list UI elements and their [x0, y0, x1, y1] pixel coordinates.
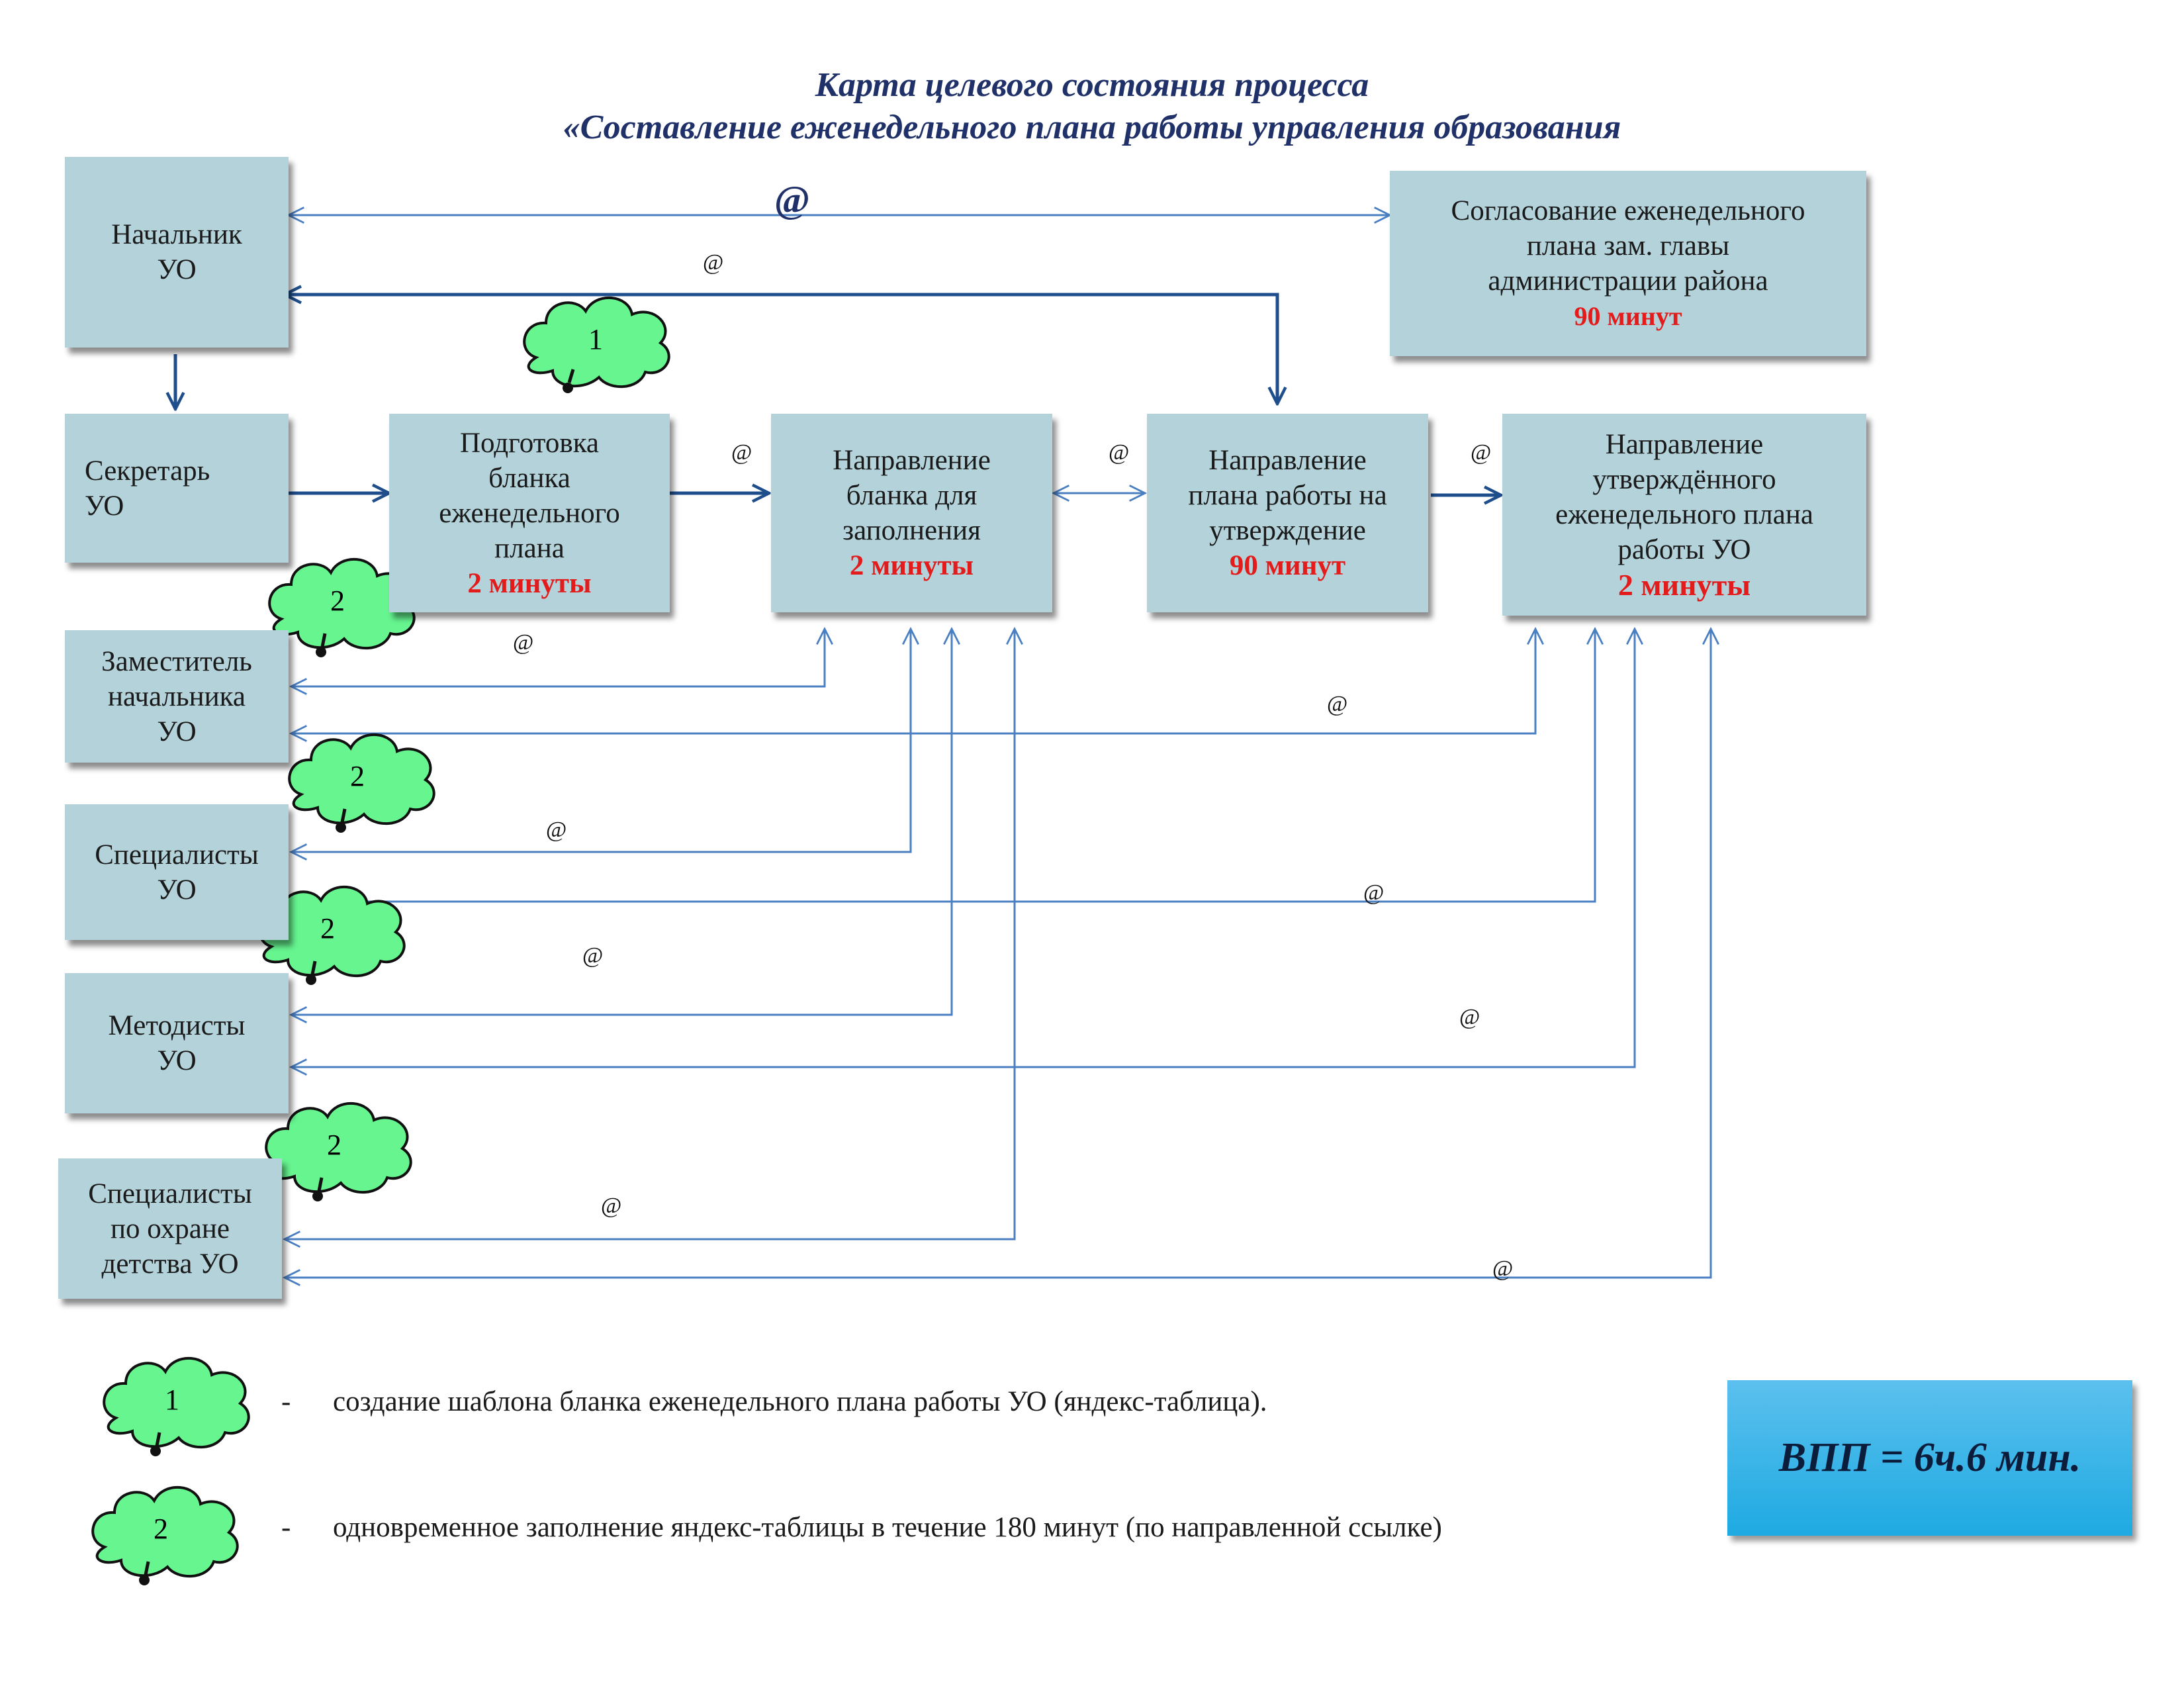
svg-text:1: 1: [588, 323, 603, 355]
role-deputy-label: Заместитель начальника УО: [101, 645, 252, 747]
email-symbol-methodists-2: @: [1459, 1005, 1480, 1029]
role-methodists-box: Методисты УО: [65, 973, 289, 1113]
step-send-form-box: Направление бланка для заполнения 2 мину…: [771, 414, 1052, 612]
role-deputy-box: Заместитель начальника УО: [65, 630, 289, 763]
step-agreement-label: Согласование еженедельного плана зам. гл…: [1451, 195, 1805, 297]
step-send-approved-box: Направление утверждённого еженедельного …: [1502, 414, 1866, 616]
email-symbol-deputy-1: @: [513, 630, 534, 655]
svg-text:2: 2: [350, 760, 365, 792]
email-symbol-deputy-2: @: [1327, 692, 1348, 716]
email-symbol-specialists-2: @: [1363, 880, 1385, 905]
step-send-approval-label: Направление плана работы на утверждение: [1188, 445, 1387, 546]
step-send-approved-label: Направление утверждённого еженедельного …: [1555, 429, 1813, 565]
svg-text:2: 2: [154, 1513, 168, 1545]
legend-dash-2: -: [281, 1512, 291, 1543]
role-child-protection-box: Специалисты по охране детства УО: [58, 1158, 282, 1299]
step-prepare-box: Подготовка бланка еженедельного плана 2 …: [389, 414, 670, 612]
arrow-sendapproved-methodists: [291, 629, 1635, 1067]
role-secretary-box: Секретарь УО: [65, 414, 289, 563]
step-send-form-label: Направление бланка для заполнения: [833, 445, 991, 546]
cloud-1-icon: 1: [523, 296, 670, 393]
vpp-total-label: ВПП = 6ч.6 мин.: [1778, 1435, 2081, 1480]
step-send-approval-box: Направление плана работы на утверждение …: [1147, 414, 1428, 612]
legend-item-1: создание шаблона бланка еженедельного пл…: [333, 1386, 1267, 1417]
step-send-form-time: 2 минуты: [849, 550, 974, 581]
step-agreement-box: Согласование еженедельного плана зам. гл…: [1390, 171, 1866, 356]
role-secretary-label: Секретарь УО: [85, 455, 210, 522]
role-methodists-label: Методисты УО: [108, 1010, 246, 1076]
vpp-total-box: ВПП = 6ч.6 мин.: [1727, 1380, 2132, 1536]
role-head-label: Начальник УО: [111, 219, 242, 285]
role-specialists-label: Специалисты УО: [95, 839, 259, 906]
role-specialists-box: Специалисты УО: [65, 804, 289, 940]
email-symbol-approval-approved: @: [1471, 440, 1492, 465]
legend-item-2: одновременное заполнение яндекс-таблицы …: [333, 1512, 1442, 1543]
role-child-protection-label: Специалисты по охране детства УО: [88, 1178, 252, 1280]
arrow-sendapproved-deputy: [291, 629, 1535, 733]
svg-text:2: 2: [320, 912, 335, 945]
email-symbol-methodists-1: @: [582, 943, 604, 968]
page-title-line2: «Составление еженедельного плана работы …: [563, 109, 1621, 146]
email-symbol-childprotection-2: @: [1492, 1256, 1514, 1281]
svg-text:2: 2: [327, 1129, 341, 1161]
email-symbol-childprotection-1: @: [601, 1194, 622, 1218]
step-agreement-time: 90 минут: [1574, 301, 1682, 331]
email-symbol-prepare-sendform: @: [731, 440, 752, 465]
step-prepare-time: 2 минуты: [467, 567, 592, 599]
email-symbol-approval-head: @: [703, 250, 724, 275]
arrow-sendapproved-childprotection: [285, 629, 1711, 1278]
svg-text:1: 1: [165, 1383, 179, 1416]
cloud-2-icon: 2: [258, 885, 406, 985]
cloud-2-icon: 2: [288, 733, 435, 833]
email-symbol-specialists-1: @: [546, 818, 567, 842]
legend-dash-1: -: [281, 1386, 291, 1417]
step-prepare-label: Подготовка бланка еженедельного плана: [439, 427, 620, 564]
page-title-line1: Карта целевого состояния процесса: [815, 66, 1369, 104]
email-symbol-head-agreement: @: [774, 178, 810, 221]
step-send-approval-time: 90 минут: [1229, 550, 1346, 581]
arrow-sendapproved-specialists: [291, 629, 1595, 903]
legend-cloud-1-icon: 1: [103, 1356, 250, 1456]
cloud-2-icon: 2: [265, 1102, 412, 1201]
step-send-approved-time: 2 минуты: [1617, 568, 1751, 602]
arrow-approval-head: [285, 295, 1277, 404]
email-symbol-sendform-approval: @: [1109, 440, 1130, 465]
svg-text:2: 2: [330, 585, 345, 617]
legend-cloud-2-icon: 2: [91, 1485, 239, 1585]
role-head-box: Начальник УО: [65, 157, 289, 348]
